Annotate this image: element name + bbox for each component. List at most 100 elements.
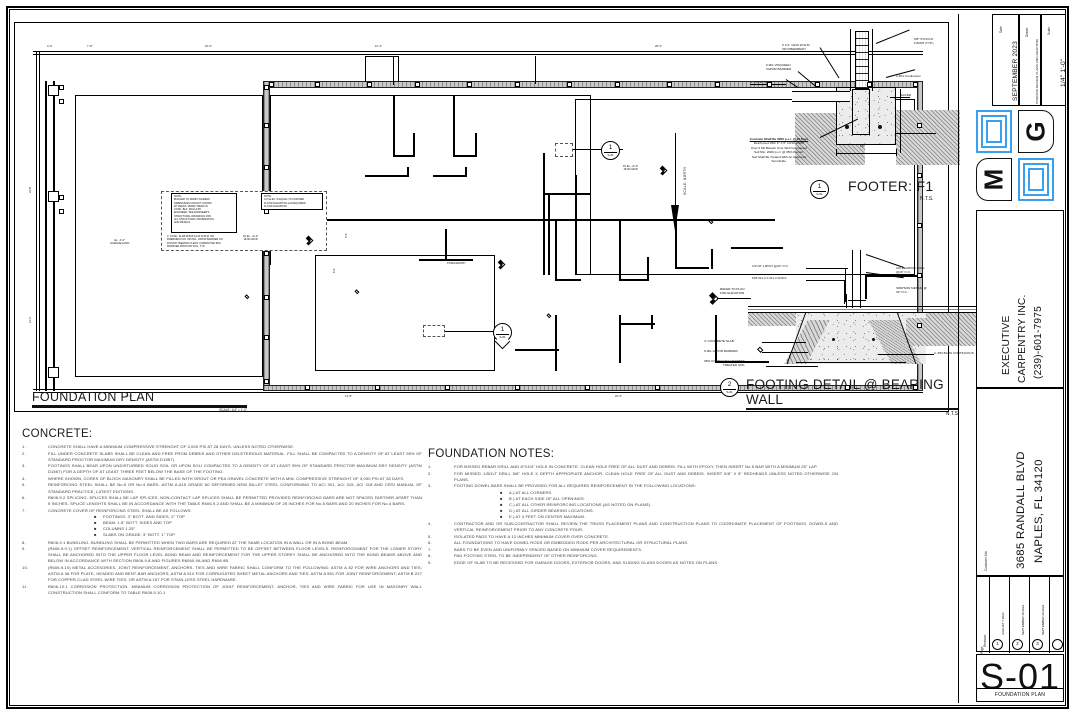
note-number: 4. — [22, 475, 26, 481]
callout-compacted-soil: 98% COMPACTED TERMITE TREATED SOIL — [704, 359, 745, 368]
detail-bubble-1-bottom[interactable]: 1 S-01 — [493, 323, 512, 342]
company-line-3: (239)-601-7975 — [1033, 305, 1044, 379]
spec-note-line: Concrete Shall Be 3000 p.s.i. @ 28 Days — [749, 137, 809, 141]
callout-vapor-barrier: 6 MIL VISQUEEN VAPOR BARRIER — [766, 63, 792, 72]
foundation-plan-title: FOUNDATION PLAN SCALE: 1/4" = 1'-0" — [32, 390, 247, 412]
note-text: REINFORCING STEEL SHALL BE No.5 OR No.4 … — [48, 482, 422, 494]
company-line-2: CARPENTRY INC. — [1017, 294, 1028, 383]
callout-simpson-meta20: SIMPSON META20 @ 32" O.C. — [896, 286, 927, 295]
bullet-text: C.) AT ALL OTHER REINFORCING LOCATIONS (… — [509, 501, 652, 507]
note-number: 4. — [428, 521, 432, 527]
note-text: CONCRETE SHALL HAVE A MINIMUM COMPRESSIV… — [48, 444, 295, 449]
footer-detail-ref: S-01 — [813, 190, 826, 196]
titleblock-sheet-name-field: FOUNDATION PLAN — [976, 688, 1064, 702]
concrete-notes-block: CONCRETE: 1.CONCRETE SHALL HAVE A MINIMU… — [22, 428, 422, 596]
bearing-detail-number: 2 — [727, 381, 732, 388]
bullet-text: COLUMNS 1.25" — [103, 526, 136, 532]
footer-dimension: 16" — [860, 144, 865, 148]
revision-date: SEPTEMBER 20 2023 — [1041, 604, 1045, 635]
note-row: 9.EDGE OF SLAB TO BE RECESSED FOR GARAGE… — [428, 560, 838, 566]
logo-letter-m: M — [976, 158, 1012, 201]
detail-bubble-number: 1 — [608, 144, 613, 151]
titleblock-drawn-field: HORIZON DESIGN PLANS AND DRAFTING Drawn — [1019, 14, 1041, 106]
note2-line: FLOOD ELEVATION — [264, 204, 287, 208]
callout-wwm: 6 X 6- 10/10 W.W.M. OR FIBERMESH — [782, 43, 811, 52]
note-bullet: ■COLUMNS 1.25" — [94, 526, 422, 532]
note-text: CONCRETE COVER OF REINFORCING STEEL SHAL… — [48, 507, 192, 513]
note-text: FOR MISSED J-BOLT DRILL 5/8" HOLE X DEPT… — [454, 470, 838, 482]
concrete-notes-heading: CONCRETE: — [22, 428, 93, 440]
revision-date: SEPTEMBER 18 2023 — [1021, 604, 1025, 635]
scale-value: 1/4" 1'-0" — [1060, 58, 1067, 87]
note-bullet: ■B.) AT EACH SIDE OF ALL OPENINGS. — [500, 496, 838, 502]
scale-label: Scale — [1047, 27, 1051, 35]
callout-bars-continuous: 2- #5d BARS CONTINUOUS — [934, 351, 974, 355]
logo-block-blue-2 — [1018, 158, 1054, 201]
note-number: 10. — [22, 564, 29, 570]
callout-concrete-slab: 4" CONCRETE SLAB — [704, 339, 734, 343]
titleblock-revision-field: Revision 1 AUGUST 7 2023 2 SEPTEMBER 18 … — [976, 576, 1064, 653]
note-row: 5.ISOLATED PADS TO HAVE A 12 INCHES MINI… — [428, 534, 838, 540]
plan-note-box-1: NOTE: BUILDER TO VERIFY EGRESS DIMENSION… — [171, 193, 237, 233]
note1-line: STRUCTURAL DRAWINGS FOR — [174, 214, 212, 218]
note1-line: W/ MANUF. VERIFY BEAM IN — [174, 204, 208, 208]
bearing-detail-bubble[interactable]: 2 S-01 — [720, 378, 739, 397]
spec-note-line: Termiticide. — [771, 159, 787, 164]
bullet-text: B.) AT EACH SIDE OF ALL OPENINGS. — [509, 495, 586, 501]
customer-line-1: 3685 RANDALL BLVD — [1015, 451, 1027, 569]
note-row: 7.CONCRETE COVER OF REINFORCING STEEL SH… — [22, 508, 422, 514]
note-number: 2. — [22, 450, 26, 456]
callout-wwf: 6X6 W1.4 X W1.4 W.W.F. — [752, 276, 788, 280]
callout-rebar-continuous: 2 #5's Continuous — [896, 74, 921, 78]
callout-bearing-wall: 2x6 BEARING WALL @16" O.C. — [896, 266, 925, 275]
note-row: 2.FOR MISSED J-BOLT DRILL 5/8" HOLE X DE… — [428, 471, 838, 483]
note-row: 7.BARS TO BE EVEN AND UNIFORMLY SPACED B… — [428, 547, 838, 553]
note-text: R606.9.1 BUNDLING. BUNDLING SHALL BE PER… — [48, 539, 349, 545]
detail-bubble-ref-2: S-01 — [496, 333, 509, 339]
note-row: 3.FOOTING DOWEL BARS SHALL BE PROVIDED F… — [428, 483, 838, 489]
north-arrow-label: SCALE: NORTH — [683, 166, 687, 195]
footer-spec-note: Concrete Shall Be 3000 p.s.i. @ 28 Days … — [704, 137, 854, 164]
note-number: 11. — [22, 583, 28, 589]
spec-note-line: Soil Shall Be Treated With An Approved — [751, 154, 807, 159]
company-line-1: EXECUTIVE — [1001, 315, 1012, 375]
note-text: (R606.9.9.1) OFFSET REINFORCEMENT. VERTI… — [48, 546, 422, 564]
bearing-detail-nts: N.T.S — [945, 411, 958, 418]
date-value: SEPTEMBER 2023 — [1012, 41, 1019, 101]
plan-title-text: FOUNDATION PLAN — [32, 390, 155, 404]
detail-bubble-ref: S-01 — [604, 151, 617, 157]
note-bullet: ■C.) AT ALL OTHER REINFORCING LOCATIONS … — [500, 502, 838, 508]
note-row: 8.R606.9.1 BUNDLING. BUNDLING SHALL BE P… — [22, 540, 422, 546]
note-row: 6.R606.9.2 SPLICING. SPLICES SHALL BE LA… — [22, 495, 422, 507]
note-row: 1.CONCRETE SHALL HAVE A MINIMUM COMPRESS… — [22, 444, 422, 450]
note1-line: AND DETAILS. — [174, 221, 191, 225]
note-number: 1. — [428, 464, 432, 469]
drawn-label: Drawn — [1025, 27, 1029, 37]
callout-conc-slab: 4" CONC SLAB — [750, 80, 772, 84]
note-bullet: ■BEAM: 1.5" BOTT. SIDES AND TOP — [94, 520, 422, 526]
note1-line: ALL STRUCTURAL INFORMATION — [174, 218, 214, 222]
note-text: R606.9.2 SPLICING. SPLICES SHALL BE LAP … — [48, 495, 422, 507]
footer-f1-detail: 5/8" STUCCO FINISH (TYP.) 6 X 6- 10/10 W… — [700, 25, 960, 215]
footer-detail-nts: N.T.S. — [919, 196, 934, 202]
detail-bubble-1-top[interactable]: 1 S-01 — [601, 141, 620, 160]
note-row: 8.PAD FOOTING STEEL TO BE INDEPENDENT OF… — [428, 553, 838, 559]
note1-line: NOTE: — [174, 195, 182, 198]
note1-line: BUILDER TO VERIFY EGRESS — [174, 198, 210, 202]
foundation-notes-heading: FOUNDATION NOTES: — [428, 448, 555, 460]
titleblock-scale-field: 1/4" 1'-0" Scale — [1041, 14, 1067, 106]
revision-marker: 1 — [992, 639, 1003, 650]
callout-grade: GRADE — [900, 93, 912, 97]
slab-note-line: MODIFIED PROCTAR SOIL, TYP. — [167, 245, 205, 249]
slab-note-line: POISON TREATED CLEAN, COMPACTED 95% — [167, 241, 221, 245]
bearing-wall-detail: REFER TO PLAN FOR ELEVATION 1/2"x8" J-BO… — [700, 250, 990, 418]
footer-detail-bubble[interactable]: 1 S-01 — [810, 180, 829, 199]
note-text: (R606.9.10) METAL ACCESORIES. JOINT REIN… — [48, 564, 422, 583]
page-label: Page — [980, 646, 984, 654]
note-bullet: ■A.) AT ALL CORNERS. — [500, 490, 838, 496]
bullet-text: FOOTINGS: 3" BOTT. AND SIDES, 2" TOP — [103, 514, 185, 520]
foundation-notes-block: FOUNDATION NOTES: 1.FOR MISSED REBAR DRI… — [428, 448, 838, 566]
callout-mil-vapor-barrier: 6 MIL VAPOR BARRIER — [704, 349, 738, 353]
note2-line: FLOOR ELEVATION and REQUIRED — [264, 201, 306, 205]
note-number: 7. — [428, 546, 432, 552]
